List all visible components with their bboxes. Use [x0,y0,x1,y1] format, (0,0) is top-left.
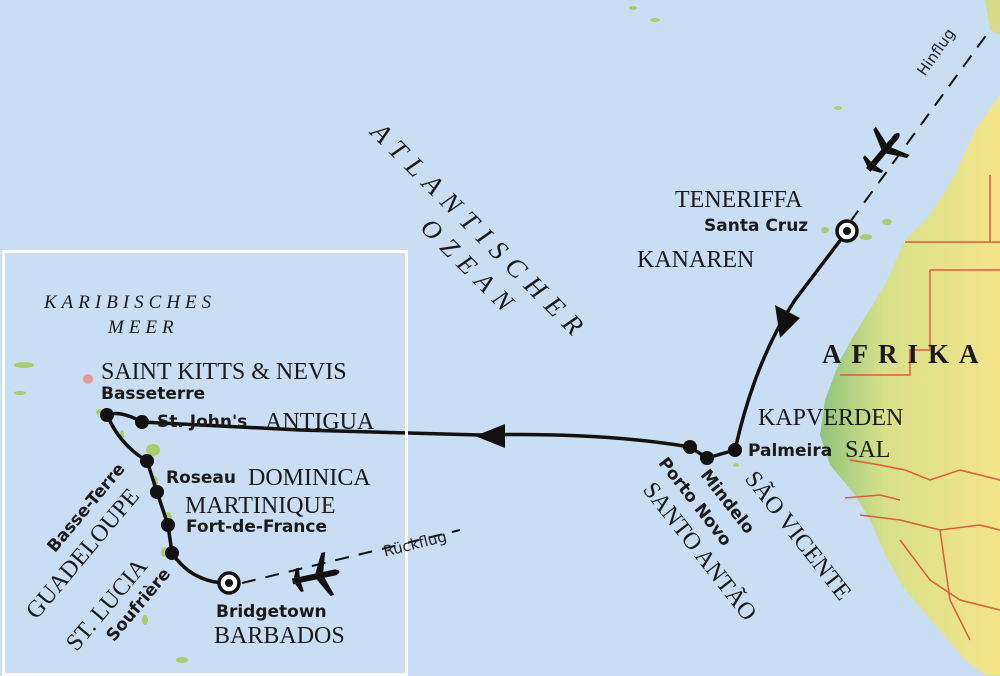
port-bridgetown: Bridgetown [216,602,327,622]
region-antigua: ANTIGUA [265,409,375,435]
harbor-ring [217,219,859,595]
region-st-kitts-nevis: SAINT KITTS & NEVIS [101,359,347,385]
region-sal: SAL [845,437,891,463]
port-santa-cruz: Santa Cruz [704,216,809,236]
port-roseau: Roseau [166,468,236,488]
port-basseterre: Basseterre [101,384,206,404]
port-palmeira: Palmeira [748,441,833,461]
sea-label-line1: KARIBISCHES [44,292,217,313]
sea-label-line2: MEER [108,317,179,338]
port-st-johns: St. John's [157,412,248,432]
airplane-icon [862,126,910,174]
region-kanaren: KANAREN [637,247,755,273]
africa-landmass [820,95,1000,675]
region-barbados: BARBADOS [214,623,345,649]
country-borders [840,175,1000,641]
route-direction-arrow [775,305,800,338]
caribbean-inset-frame [2,250,408,676]
flight-lines [241,29,991,584]
iberia-landmass [985,0,1000,35]
region-kapverden: KAPVERDEN [758,405,904,431]
region-teneriffa: TENERIFFA [675,187,803,213]
region-dominica: DOMINICA [248,465,371,491]
port-fort-de-france: Fort-de-France [186,517,328,537]
region-martinique: MARTINIQUE [185,493,336,519]
port-stops [100,408,742,560]
continent-label: AFRIKA [822,339,989,369]
st-kitts-marker [83,374,93,384]
route-direction-arrow [475,424,505,448]
airplane-icon [291,551,340,596]
